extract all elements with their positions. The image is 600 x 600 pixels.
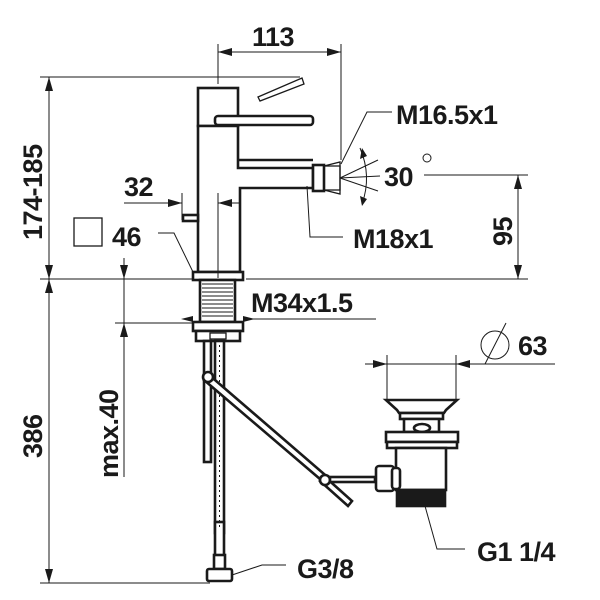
dimension-body-square: 46 <box>73 217 194 273</box>
label-deck-thickness: max.40 <box>94 389 124 478</box>
label-spray-angle: 30 <box>384 162 413 192</box>
label-waste-diameter: 63 <box>518 331 548 361</box>
label-spout-reach: 113 <box>252 22 295 52</box>
dimension-height: 174-185 <box>18 76 300 280</box>
faucet-body <box>181 77 377 583</box>
dimension-deck-thickness: max.40 <box>94 258 193 478</box>
callout-mounting-thread: M34x1.5 <box>181 288 376 322</box>
callout-hose-connection: G3/8 <box>231 554 355 584</box>
degree-symbol-icon <box>422 153 432 163</box>
square-symbol-icon <box>73 217 103 247</box>
callout-waste-thread: G1 1/4 <box>424 505 556 567</box>
dimension-inlet-offset: 32 <box>124 172 240 278</box>
dimension-total-length: 386 <box>18 279 210 584</box>
label-total-length: 386 <box>18 414 48 458</box>
dimension-outlet-height: 95 <box>246 174 528 280</box>
label-mounting-thread: M34x1.5 <box>251 288 353 318</box>
label-outlet-height: 95 <box>488 216 518 246</box>
label-inlet-offset: 32 <box>124 172 153 202</box>
diameter-symbol-icon <box>480 330 510 360</box>
label-outlet-thread: M18x1 <box>353 224 434 254</box>
dimension-spout-reach: 113 <box>217 22 342 160</box>
label-hose-connection: G3/8 <box>297 554 354 584</box>
pop-up-waste <box>374 398 461 508</box>
label-height: 174-185 <box>18 144 48 240</box>
label-aerator-thread: M16.5x1 <box>396 100 498 130</box>
label-body-square: 46 <box>112 222 142 252</box>
dimension-spray-angle: 30 <box>339 147 432 206</box>
dimension-waste-diameter: 63 <box>365 322 555 400</box>
label-waste-thread: G1 1/4 <box>477 537 556 567</box>
thread-lines <box>202 283 233 317</box>
callout-aerator-thread: M16.5x1 <box>340 100 499 165</box>
callout-outlet-thread: M18x1 <box>306 185 434 254</box>
